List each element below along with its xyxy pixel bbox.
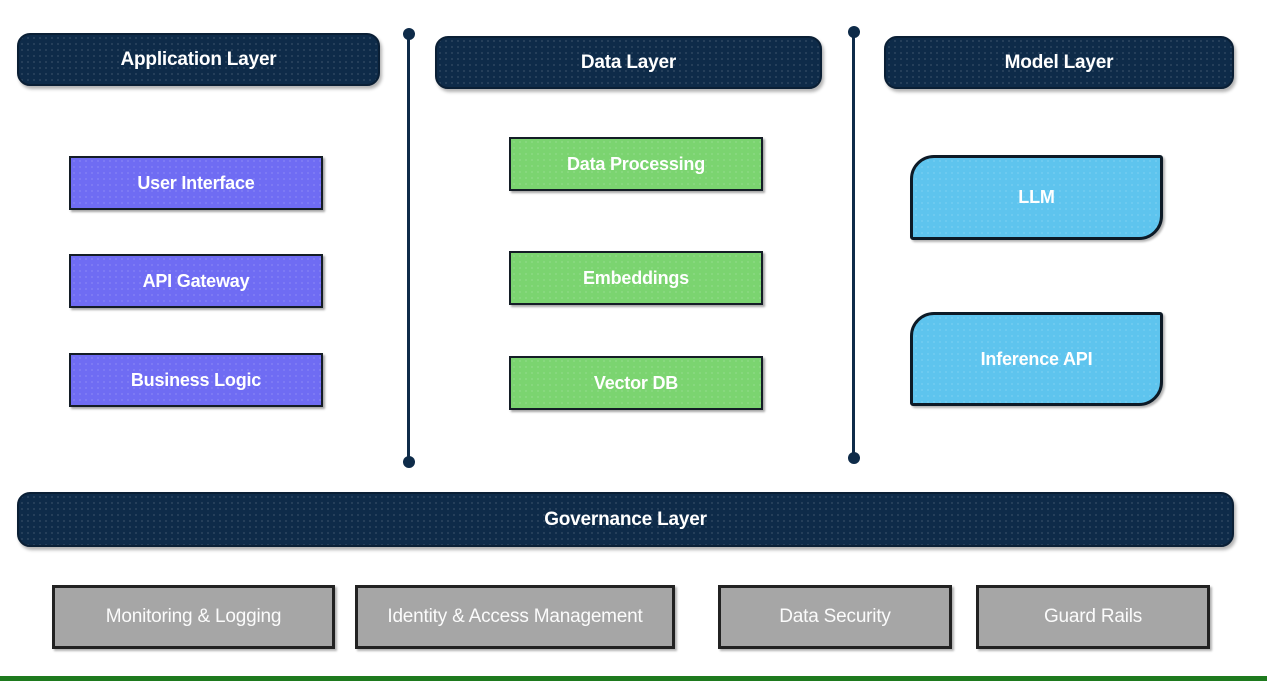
box-vector-db: Vector DB [509,356,763,410]
governance-layer-header: Governance Layer [17,492,1234,547]
divider-line [852,31,855,458]
data-layer-header: Data Layer [435,36,822,89]
box-guard-rails: Guard Rails [976,585,1210,649]
model-layer-header: Model Layer [884,36,1234,89]
box-business-logic: Business Logic [69,353,323,407]
box-inference-api: Inference API [910,312,1163,406]
bottom-green-rule [0,676,1267,681]
divider-line [407,33,410,462]
box-embeddings: Embeddings [509,251,763,305]
box-data-processing: Data Processing [509,137,763,191]
divider-dot-top [848,26,860,38]
application-layer-header: Application Layer [17,33,380,86]
box-api-gateway: API Gateway [69,254,323,308]
divider-dot-top [403,28,415,40]
box-data-security: Data Security [718,585,952,649]
divider-dot-bottom [848,452,860,464]
box-llm: LLM [910,155,1163,240]
box-identity-access-management: Identity & Access Management [355,585,675,649]
box-user-interface: User Interface [69,156,323,210]
box-monitoring-logging: Monitoring & Logging [52,585,335,649]
divider-dot-bottom [403,456,415,468]
